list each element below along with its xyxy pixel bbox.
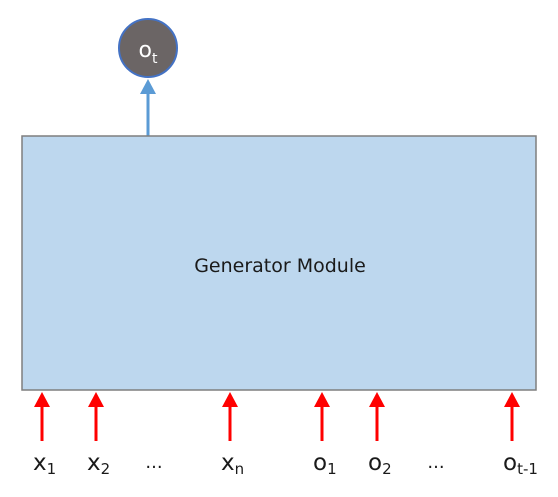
output-symbol: o — [139, 38, 152, 63]
input-label: ot-1 — [503, 450, 538, 478]
input-arrow-head — [369, 392, 385, 407]
input-symbol: ... — [427, 452, 444, 473]
input-subscript: 2 — [101, 460, 111, 478]
output-node-circle — [118, 18, 178, 78]
input-subscript: 2 — [382, 460, 392, 478]
input-label: x1 — [33, 450, 56, 478]
input-subscript: t-1 — [517, 460, 538, 478]
output-node-label: ot — [139, 38, 158, 67]
input-symbol: x — [33, 450, 47, 476]
input-label: o2 — [368, 450, 392, 478]
input-label: xn — [221, 450, 244, 478]
input-arrow-1 — [88, 392, 104, 441]
input-arrow-7 — [504, 392, 520, 441]
input-symbol: x — [87, 450, 101, 476]
input-ellipsis: ... — [427, 452, 444, 473]
input-arrows — [34, 392, 520, 441]
input-symbol: o — [503, 450, 517, 476]
generator-module-box — [21, 135, 537, 391]
input-arrow-0 — [34, 392, 50, 441]
input-arrow-5 — [369, 392, 385, 441]
output-arrow — [140, 79, 156, 136]
output-node: ot — [118, 18, 178, 78]
input-arrow-3 — [222, 392, 238, 441]
input-symbol: x — [221, 450, 235, 476]
input-ellipsis: ... — [145, 452, 162, 473]
generator-module-label: Generator Module — [194, 255, 366, 277]
output-subscript: t — [152, 51, 158, 67]
input-subscript: 1 — [47, 460, 57, 478]
input-symbol: o — [368, 450, 382, 476]
input-label: o1 — [313, 450, 337, 478]
input-symbol: ... — [145, 452, 162, 473]
input-arrow-head — [504, 392, 520, 407]
input-arrow-head — [222, 392, 238, 407]
input-arrow-4 — [314, 392, 330, 441]
input-arrow-head — [88, 392, 104, 407]
output-arrow-head — [140, 79, 156, 94]
input-subscript: n — [235, 460, 245, 478]
input-symbol: o — [313, 450, 327, 476]
input-arrow-head — [314, 392, 330, 407]
input-subscript: 1 — [327, 460, 337, 478]
input-label: x2 — [87, 450, 110, 478]
input-arrow-head — [34, 392, 50, 407]
